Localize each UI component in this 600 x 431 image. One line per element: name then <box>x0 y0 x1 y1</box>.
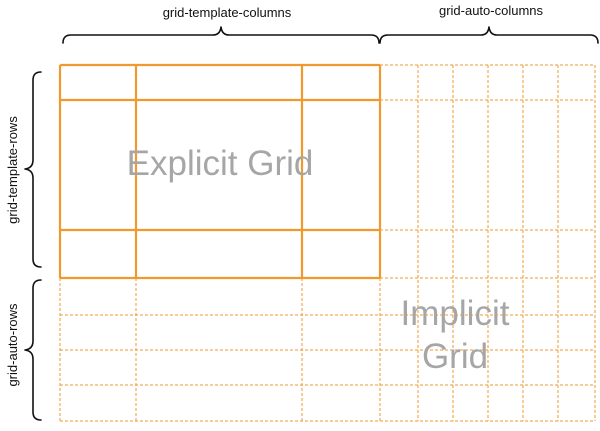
grid-auto-columns-label: grid-auto-columns <box>439 3 544 18</box>
grid-template-columns-label: grid-template-columns <box>163 5 292 20</box>
auto-columns-brace <box>379 26 599 44</box>
explicit-grid-lines <box>58 63 382 280</box>
grid-auto-rows-label: grid-auto-rows <box>5 303 20 387</box>
grid-template-rows-label: grid-template-rows <box>5 116 20 224</box>
implicit-grid-lines <box>59 64 596 422</box>
implicit-grid-label-line2: Grid <box>422 337 488 376</box>
template-columns-brace <box>62 26 380 44</box>
implicit-grid-label-line1: Implicit <box>401 294 510 333</box>
template-rows-brace <box>24 71 42 268</box>
explicit-grid-label: Explicit Grid <box>127 144 314 183</box>
auto-rows-brace <box>24 279 42 421</box>
